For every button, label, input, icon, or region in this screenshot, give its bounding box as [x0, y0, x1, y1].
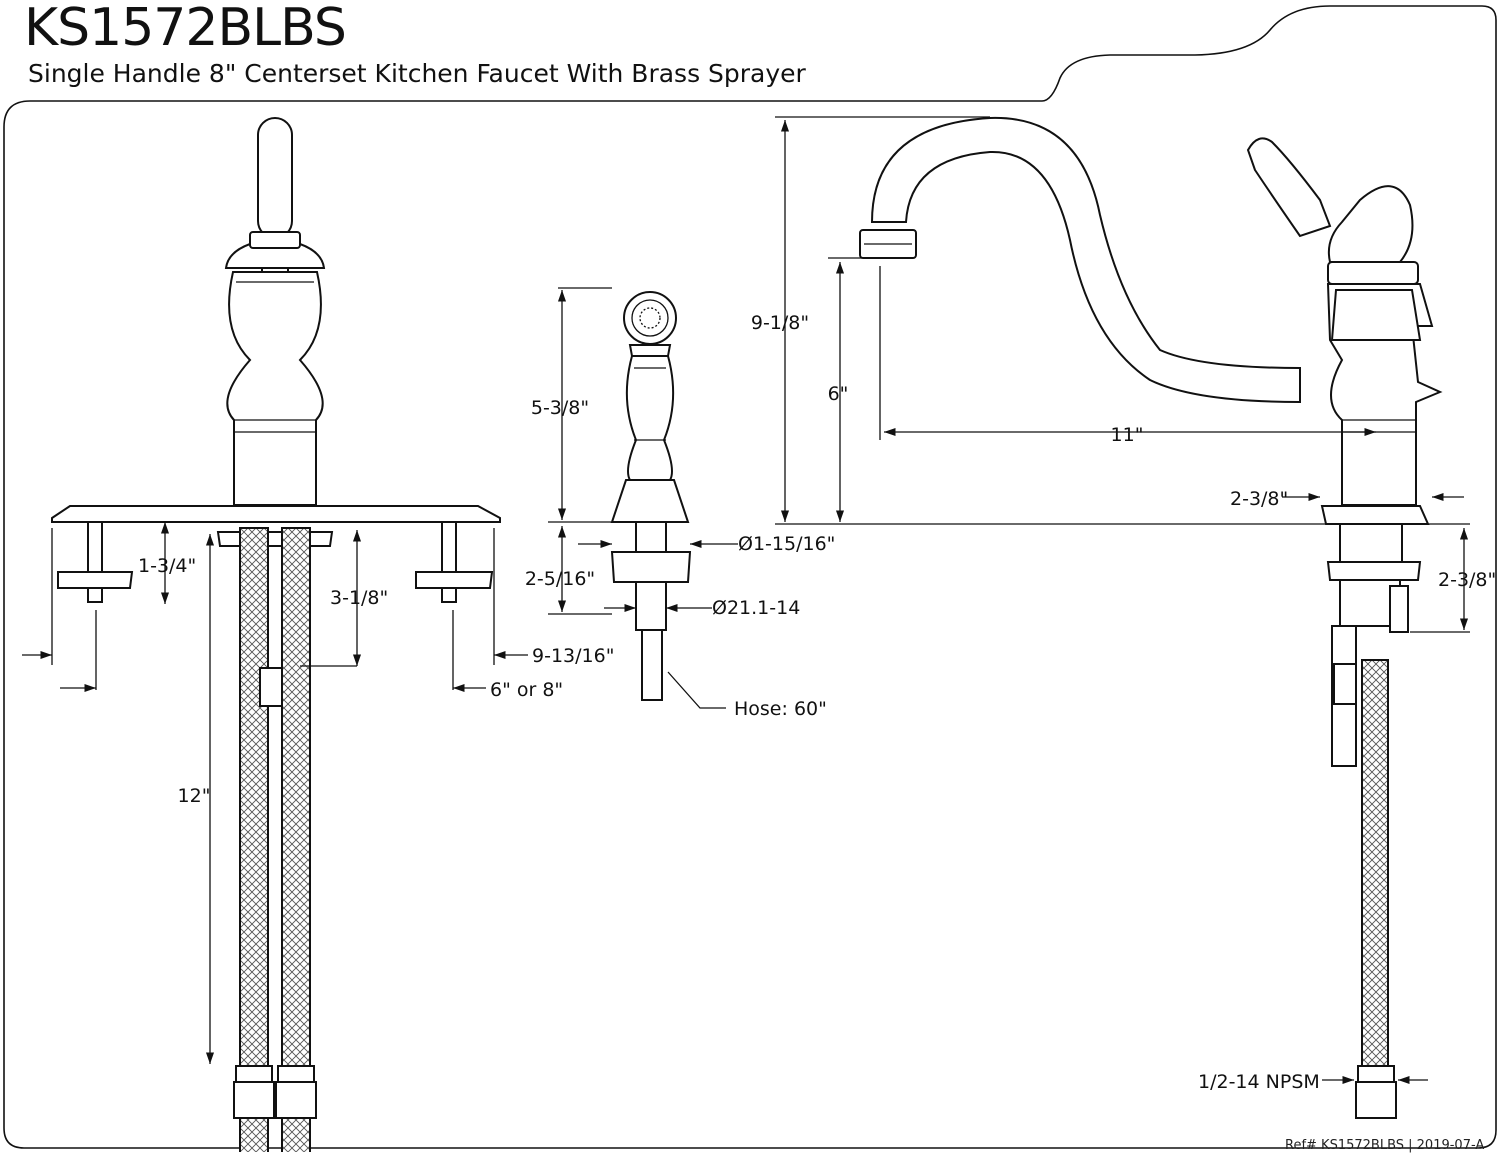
label-hole-spacing: 6" or 8" [490, 679, 563, 701]
label-sprayer-shank-height: 2-5/16" [525, 568, 595, 590]
front-dimension-lines [22, 522, 528, 1064]
label-sprayer-base-diameter: Ø1-15/16" [738, 533, 835, 555]
label-sprayer-height: 5-3/8" [531, 397, 589, 419]
label-plate-length: 9-13/16" [532, 645, 614, 667]
label-under-deck: 2-3/8" [1438, 569, 1496, 591]
reference-code: Ref# KS1572BLBS | 2019-07-A [1285, 1138, 1485, 1153]
sprayer-view [610, 291, 692, 701]
label-supply-length: 12" [178, 785, 211, 807]
side-view [859, 116, 1443, 1119]
label-supply-thread: 1/2-14 NPSM [1198, 1071, 1320, 1093]
product-description: Single Handle 8" Centerset Kitchen Fauce… [28, 59, 806, 88]
label-bracket-depth: 1-3/4" [138, 555, 196, 577]
label-overall-height: 9-1/8" [751, 312, 809, 334]
sheet-frame [3, 5, 1497, 1149]
front-view [51, 117, 501, 1152]
label-hose-length: Hose: 60" [734, 698, 827, 720]
dimension-labels: 1-3/4" 3-1/8" 9-13/16" 6" or 8" 12" 5-3/… [138, 312, 1496, 1093]
model-number: KS1572BLBS [24, 0, 347, 58]
label-spout-clearance: 6" [828, 383, 849, 405]
sprayer-dimension-lines [548, 287, 738, 709]
label-spout-reach: 11" [1111, 424, 1144, 446]
label-shank-length: 3-1/8" [330, 587, 388, 609]
label-base-diameter: 2-3/8" [1230, 488, 1288, 510]
label-sprayer-thread: Ø21.1-14 [712, 597, 800, 619]
side-dimension-lines [775, 116, 1470, 1085]
